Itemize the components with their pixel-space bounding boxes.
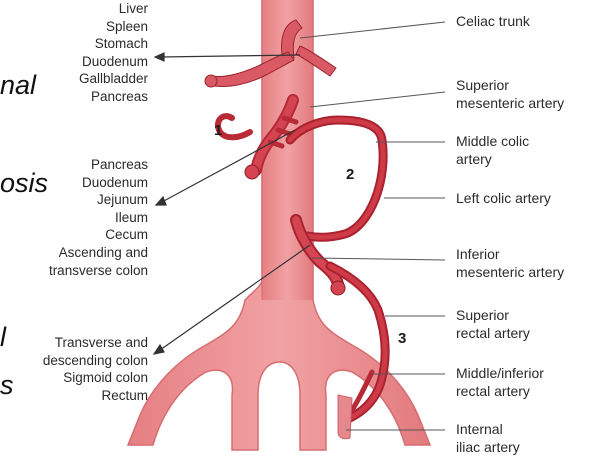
label-superior-rectal-artery: Superior rectal artery <box>456 306 530 342</box>
fragment-middle: osis <box>0 168 48 199</box>
organ-item: Duodenum <box>49 174 148 192</box>
organ-item: Spleen <box>79 18 148 36</box>
organ-item: Liver <box>79 0 148 18</box>
region-number-3: 3 <box>398 330 406 347</box>
organ-item: Sigmoid colon <box>43 369 148 387</box>
hindgut-organ-list: Transverse and descending colon Sigmoid … <box>43 334 148 404</box>
label-internal-iliac-artery: Internal iliac artery <box>456 420 520 456</box>
organ-item: Duodenum <box>79 53 148 71</box>
organ-item: Transverse and <box>43 334 148 352</box>
organ-item: Stomach <box>79 35 148 53</box>
midgut-organ-list: Pancreas Duodenum Jejunum Ileum Cecum As… <box>49 156 148 279</box>
organ-item: Ascending and <box>49 244 148 262</box>
organ-item: Jejunum <box>49 191 148 209</box>
region-number-2: 2 <box>346 166 354 183</box>
fragment-top: nal <box>0 70 36 101</box>
label-middle-colic-artery: Middle colic artery <box>456 132 529 168</box>
organ-item: Gallbladder <box>79 70 148 88</box>
label-superior-mesenteric-artery: Superior mesenteric artery <box>456 76 564 112</box>
foregut-organ-list: Liver Spleen Stomach Duodenum Gallbladde… <box>79 0 148 106</box>
internal-iliac-artery <box>338 395 352 439</box>
organ-item: Pancreas <box>49 156 148 174</box>
fragment-bottom1: l <box>0 322 6 353</box>
fragment-bottom2: s <box>0 370 14 401</box>
label-left-colic-artery: Left colic artery <box>456 189 551 207</box>
label-middle-inferior-rectal-artery: Middle/inferior rectal artery <box>456 364 544 400</box>
organ-item: Ileum <box>49 209 148 227</box>
organ-item: Rectum <box>43 387 148 405</box>
organ-item: transverse colon <box>49 262 148 280</box>
label-inferior-mesenteric-artery: Inferior mesenteric artery <box>456 245 564 281</box>
label-celiac-trunk: Celiac trunk <box>456 12 530 30</box>
organ-item: descending colon <box>43 352 148 370</box>
organ-item: Cecum <box>49 226 148 244</box>
organ-item: Pancreas <box>79 88 148 106</box>
region-number-1: 1 <box>214 122 222 139</box>
